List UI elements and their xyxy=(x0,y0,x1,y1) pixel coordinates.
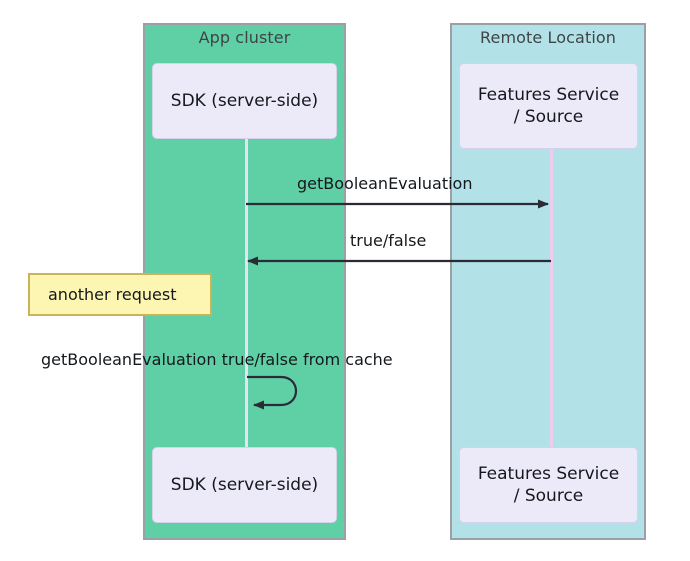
participant-sdk-bottom[interactable]: SDK (server-side) xyxy=(152,447,337,523)
participant-features-service-top[interactable]: Features Service / Source xyxy=(459,63,638,149)
message-label-from-cache: getBooleanEvaluation true/false from cac… xyxy=(41,350,393,369)
message-label-get-boolean-evaluation: getBooleanEvaluation xyxy=(297,174,473,193)
group-remote-location-title: Remote Location xyxy=(480,28,616,47)
note-another-request: another request xyxy=(28,273,212,316)
lifeline-features-service xyxy=(550,138,553,448)
lifeline-sdk xyxy=(245,138,248,448)
participant-features-service-bottom[interactable]: Features Service / Source xyxy=(459,447,638,523)
message-label-true-false: true/false xyxy=(350,231,427,250)
group-app-cluster-title: App cluster xyxy=(198,28,291,47)
participant-sdk-top[interactable]: SDK (server-side) xyxy=(152,63,337,139)
